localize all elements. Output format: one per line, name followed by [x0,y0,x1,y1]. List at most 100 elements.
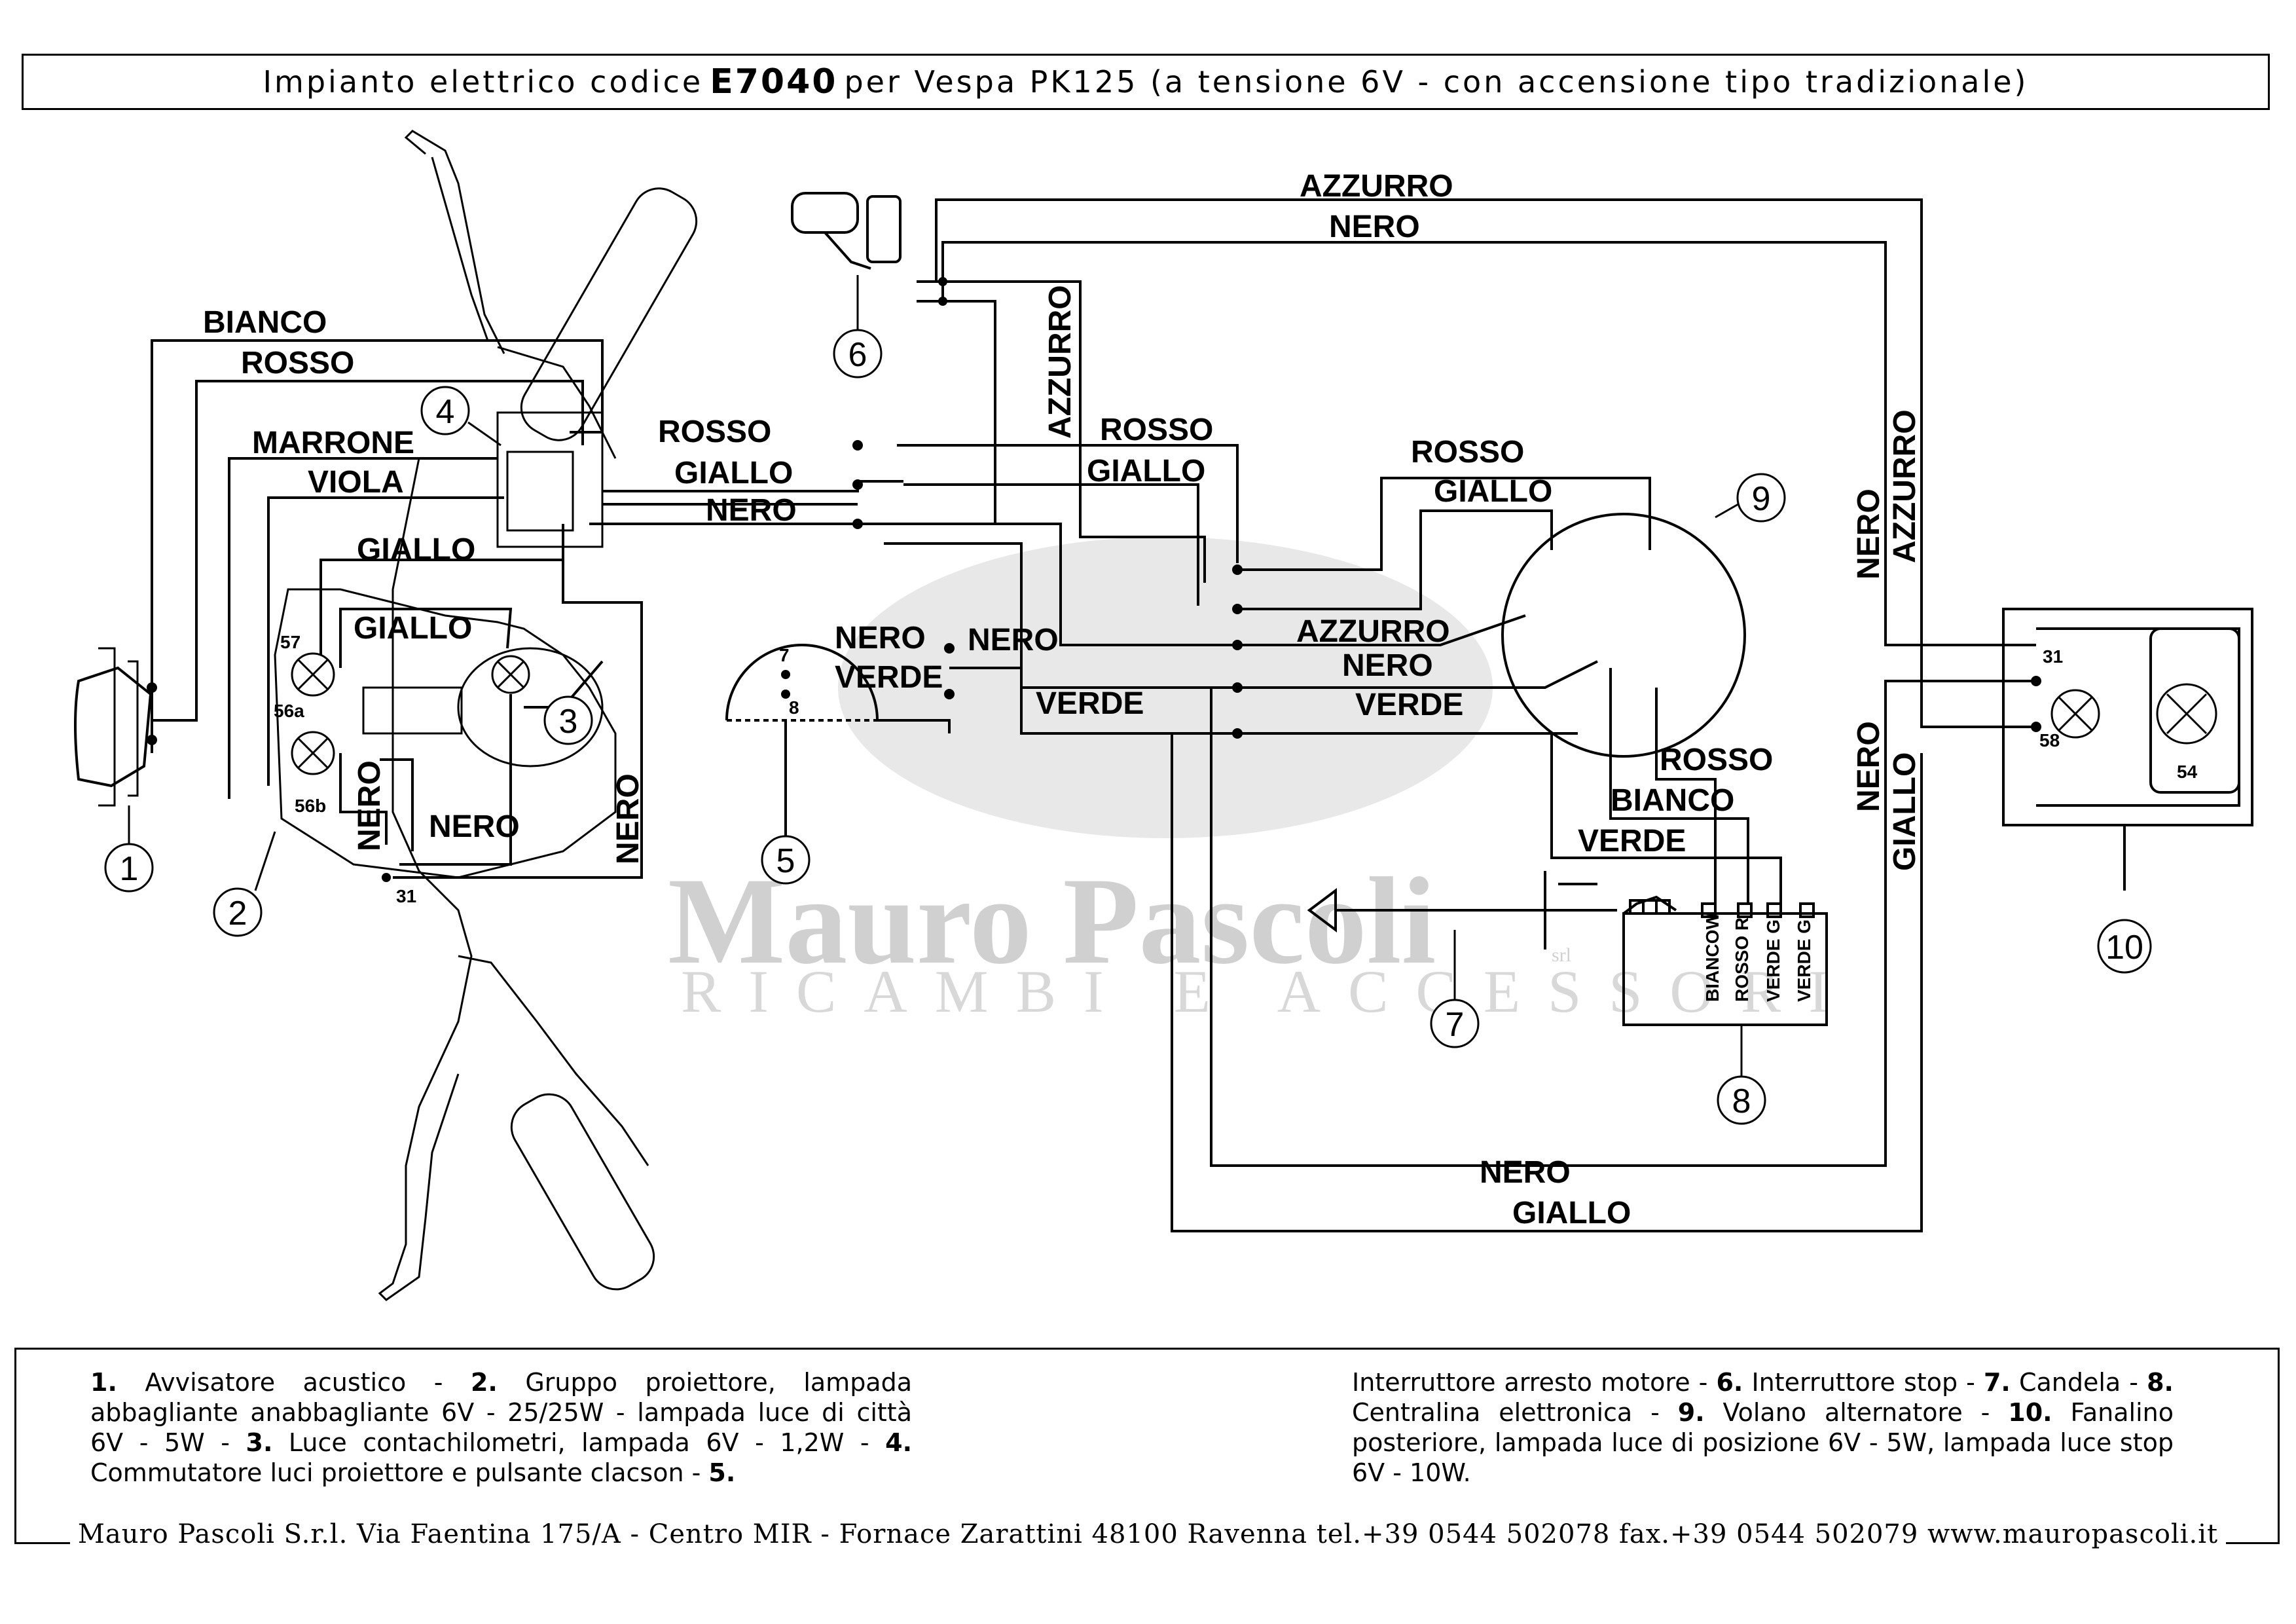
label-rosso-mid: ROSSO [658,415,771,449]
title-prefix: Impianto elettrico codice [263,64,704,100]
label-rosso-stator: ROSSO [1411,435,1524,470]
label-bianco-cdi: BIANCO [1611,783,1734,818]
label-azzurro-rear: AZZURRO [1887,409,1922,563]
legend-num-10: 10. [2008,1398,2052,1427]
rear-harness [858,198,2036,1232]
legend-text-2: Gruppo proiettore, lampada abbagliante a… [90,1368,913,1457]
svg-text:7: 7 [1446,1006,1465,1044]
wire-labels: BIANCO ROSSO MARRONE VIOLA GIALLO GIALLO… [203,169,1773,1230]
svg-text:5: 5 [776,842,795,880]
component-10-marker: 10 [2097,919,2152,974]
component-8-marker: 8 [1717,1025,1766,1125]
label-verde-cdi: VERDE [1578,824,1686,858]
terminal-56a: 56a [274,701,304,721]
label-nero-bottom: NERO [1480,1155,1571,1190]
legend-num-7: 7. [1983,1368,2011,1397]
terminal-8: 8 [789,697,799,718]
terminal-31-front: 31 [396,886,416,906]
label-nero-mid: NERO [706,493,797,528]
label-giallo-switch: GIALLO [357,532,475,567]
terminal-31-rear: 31 [2043,646,2063,667]
label-giallo-lamp: GIALLO [354,611,472,646]
legend-left: 1. Avvisatore acustico - 2. Gruppo proie… [90,1367,912,1488]
component-markers: 1 2 3 4 5 6 7 8 9 10 [104,275,2152,1125]
label-azzurro-stator: AZZURRO [1296,614,1450,649]
legend-num-1: 1. [90,1368,117,1397]
label-verde-g-1: VERDE G [1763,919,1783,1002]
component-1-marker: 1 [104,805,154,893]
label-giallo-stator: GIALLO [1434,474,1552,509]
label-rosso-cdi: ROSSO [1660,743,1773,777]
label-nero-rear-2: NERO [1851,721,1886,812]
label-verde-g-2: VERDE G [1794,919,1814,1002]
label-verde-stator: VERDE [1355,688,1463,722]
legend-text-4: Commutatore luci proiettore e pulsante c… [90,1458,709,1487]
label-nero-kill-2: NERO [968,623,1059,657]
watermark-tagline: RICAMBI E ACCESSORI [681,958,1856,1025]
legend-text-6: Interruttore stop - [1743,1368,1984,1397]
label-nero-lamp: NERO [429,809,520,844]
component-9-marker: 9 [1715,473,1786,523]
left-wiring [151,339,903,879]
legend-num-8: 8. [2147,1368,2174,1397]
terminal-54: 54 [2177,762,2198,782]
legend-num-6: 6. [1716,1368,1743,1397]
legend-text-7: Candela - [2010,1368,2147,1397]
legend-num-5: 5. [708,1458,736,1487]
svg-text:2: 2 [228,895,247,932]
component-3-marker: 3 [543,695,593,745]
legend-num-4: 4. [885,1428,913,1457]
engine-kill-switch [725,644,879,845]
terminal-57: 57 [280,632,301,652]
svg-text:8: 8 [1732,1082,1751,1120]
footer-text: Mauro Pascoli S.r.l. Via Faentina 175/A … [69,1519,2227,1549]
legend-num-3: 3. [246,1428,273,1457]
svg-text:1: 1 [120,850,139,888]
legend-num-2: 2. [470,1368,498,1397]
label-nero-lamp-v: NERO [352,760,387,851]
legend-text-3: Luce contachilometri, lampada 6V - 1,2W … [272,1428,886,1457]
svg-text:4: 4 [436,393,455,431]
terminal-7: 7 [779,645,790,665]
title-code: E7040 [710,62,838,101]
component-2-marker: 2 [213,831,276,937]
component-6-marker: 6 [833,275,883,378]
handlebar-outline [274,130,698,1301]
legend-text-8: Centralina elettronica - [1352,1398,1678,1427]
legend-num-9: 9. [1677,1398,1705,1427]
label-nero-kill: NERO [835,621,926,655]
label-giallo-mid: GIALLO [674,456,793,490]
spark-plug [1307,871,1617,950]
svg-text:9: 9 [1752,480,1771,518]
component-7-marker: 7 [1430,930,1480,1048]
svg-text:10: 10 [2105,929,2143,967]
terminal-58: 58 [2039,730,2060,750]
label-nero-rear: NERO [1851,489,1886,580]
connector-dots [147,277,2041,882]
stop-switch [791,192,943,303]
label-giallo-right: GIALLO [1087,454,1205,489]
vertical-wire-labels: AZZURRO AZZURRO NERO NERO GIALLO NERO NE… [352,285,1922,1002]
label-nero-handlebar: NERO [611,773,646,864]
component-4-marker: 4 [420,386,501,447]
label-nero-stator: NERO [1342,648,1433,683]
terminal-56b: 56b [295,796,326,816]
label-giallo-rear: GIALLO [1887,752,1922,871]
watermark-srl: srl [1552,944,1571,966]
label-verde-kill-2: VERDE [1036,686,1144,721]
diagram-title: Impianto elettrico codice E7040 per Vesp… [22,54,2270,110]
legend-text-9: Volano alternatore - [1704,1398,2009,1427]
label-marrone: MARRONE [252,426,414,460]
horn [74,647,153,807]
title-suffix: per Vespa PK125 (a tensione 6V - con acc… [844,64,2029,100]
label-azzurro-top: AZZURRO [1300,169,1453,204]
electronic-unit [1622,895,1828,1026]
legend-text-1: Avvisatore acustico - [117,1368,471,1397]
label-giallo-bottom: GIALLO [1512,1196,1631,1230]
label-viola: VIOLA [308,465,404,500]
rear-light [2002,608,2253,891]
legend-right: Interruttore arresto motore - 6. Interru… [1352,1367,2174,1488]
alternator-flywheel [1501,513,1746,758]
legend-text-5: Interruttore arresto motore - [1352,1368,1717,1397]
